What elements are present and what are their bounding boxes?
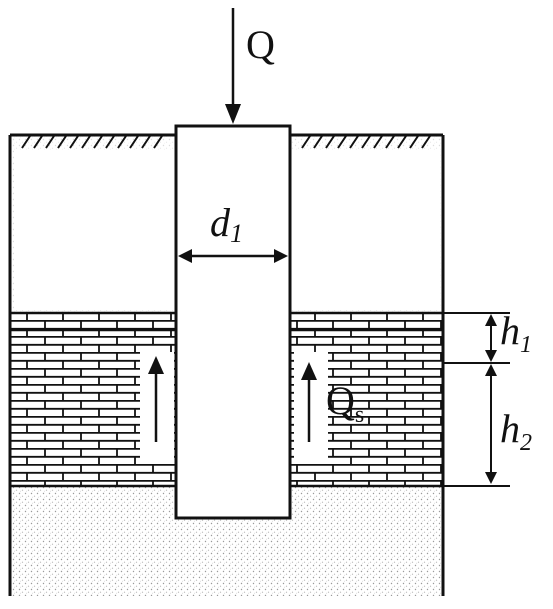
- load-arrow: [225, 8, 241, 124]
- h2-label-main: h: [500, 406, 520, 451]
- h1-dimension-arrow: [485, 314, 497, 362]
- side-resistance-label-main: Q: [326, 378, 355, 423]
- h1-label: h1: [500, 308, 532, 358]
- side-resistance-arrow-right: [301, 362, 317, 442]
- h1-label-subscript: 1: [520, 332, 532, 358]
- soil-box-outline: [8, 135, 445, 596]
- h1-label-main: h: [500, 308, 520, 353]
- side-resistance-arrow-left: [148, 356, 164, 442]
- h2-label-subscript: 2: [520, 430, 532, 456]
- side-resistance-label: Qs: [326, 378, 364, 428]
- diameter-dimension-arrow: [178, 249, 288, 263]
- diameter-label: d1: [210, 200, 243, 248]
- diameter-label-subscript: 1: [230, 219, 243, 248]
- upper-soil-clear-left: [14, 150, 174, 310]
- upper-soil-clear-right: [290, 150, 440, 310]
- ground-surface: [10, 133, 443, 149]
- h2-dimension-arrow: [485, 364, 497, 484]
- thickness-dimension-lines: [443, 312, 510, 487]
- h2-label: h2: [500, 406, 532, 456]
- pile: [174, 124, 292, 520]
- diameter-label-main: d: [210, 200, 231, 245]
- side-resistance-label-subscript: s: [355, 402, 364, 428]
- load-label: Q: [246, 22, 275, 67]
- rock-layer-h1: [10, 311, 443, 351]
